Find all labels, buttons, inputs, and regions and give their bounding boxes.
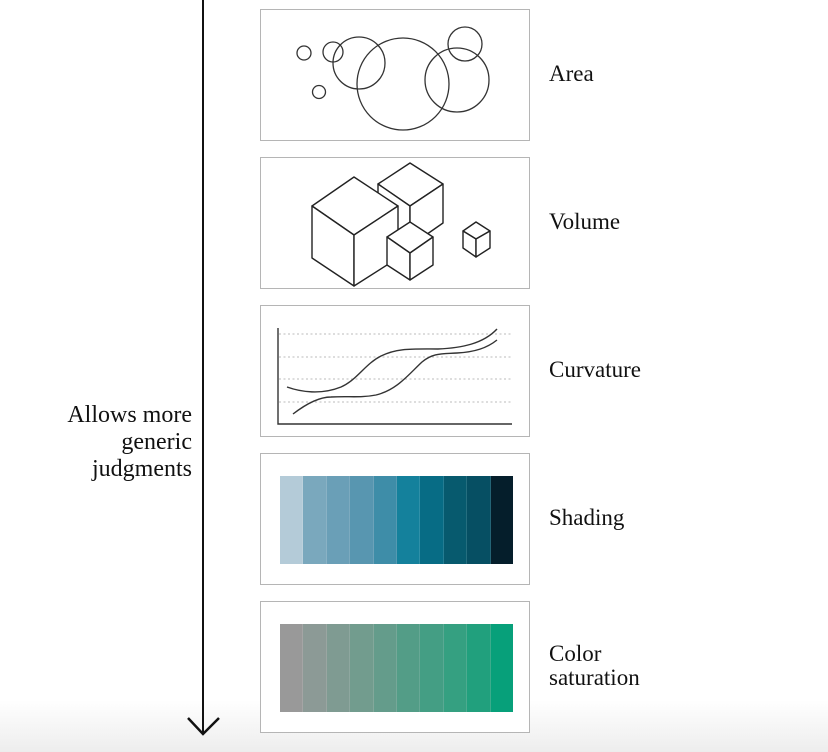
channel-label-area: Area — [549, 62, 594, 86]
saturation-swatches — [280, 624, 514, 712]
cube-medium — [386, 221, 434, 281]
color-swatch — [490, 624, 514, 712]
color-swatch — [443, 624, 468, 712]
channel-label-text: Area — [549, 61, 594, 86]
shading-swatches — [280, 476, 514, 564]
channel-label-text: Color — [549, 641, 602, 666]
color-swatch — [397, 476, 421, 564]
channel-label-text: Shading — [549, 505, 625, 530]
color-swatch — [326, 624, 351, 712]
channel-label-text: Curvature — [549, 357, 641, 382]
color-swatch — [467, 476, 491, 564]
shading-panel — [260, 453, 530, 585]
color-swatch — [350, 624, 374, 712]
channel-label-shading: Shading — [549, 506, 624, 530]
color-swatch — [443, 476, 468, 564]
channel-label-color-saturation: Color saturation — [549, 642, 640, 690]
overlapping-circles-icon — [296, 26, 490, 131]
color-swatch — [373, 476, 398, 564]
circle — [332, 36, 386, 90]
color-swatch — [420, 476, 444, 564]
axis-label-line: Allows more — [67, 402, 192, 428]
curve-upper — [286, 328, 498, 393]
color-swatch — [350, 476, 374, 564]
curvature-panel — [260, 305, 530, 437]
circle — [356, 37, 450, 131]
axis-label: Allows more generic judgments — [67, 402, 192, 483]
arrow-head-icon — [187, 717, 220, 736]
channel-label-text: Volume — [549, 209, 621, 234]
channel-label-volume: Volume — [549, 210, 620, 234]
curved-lines-chart-icon — [277, 328, 513, 425]
isometric-cubes-icon — [311, 162, 491, 287]
color-swatch — [280, 624, 304, 712]
color-swatch — [397, 624, 421, 712]
circle — [311, 84, 327, 100]
circle — [424, 47, 490, 113]
cube-large — [311, 176, 399, 287]
channel-label-curvature: Curvature — [549, 358, 641, 382]
color-swatch — [280, 476, 304, 564]
color-swatch — [467, 624, 491, 712]
cube-small — [462, 221, 491, 258]
curve-lower — [292, 339, 498, 415]
color-swatch — [303, 624, 327, 712]
axis-label-line: generic — [121, 429, 192, 455]
channel-label-text: saturation — [549, 665, 640, 690]
chart-axes — [277, 328, 512, 425]
axis-label-line: judgments — [92, 456, 192, 482]
volume-panel — [260, 157, 530, 289]
color-swatch — [303, 476, 327, 564]
circle — [447, 26, 483, 62]
color-swatch — [373, 624, 398, 712]
color-saturation-panel — [260, 601, 530, 733]
circle — [296, 45, 312, 61]
color-swatch — [490, 476, 514, 564]
area-panel — [260, 9, 530, 141]
color-swatch — [420, 624, 444, 712]
color-swatch — [326, 476, 351, 564]
